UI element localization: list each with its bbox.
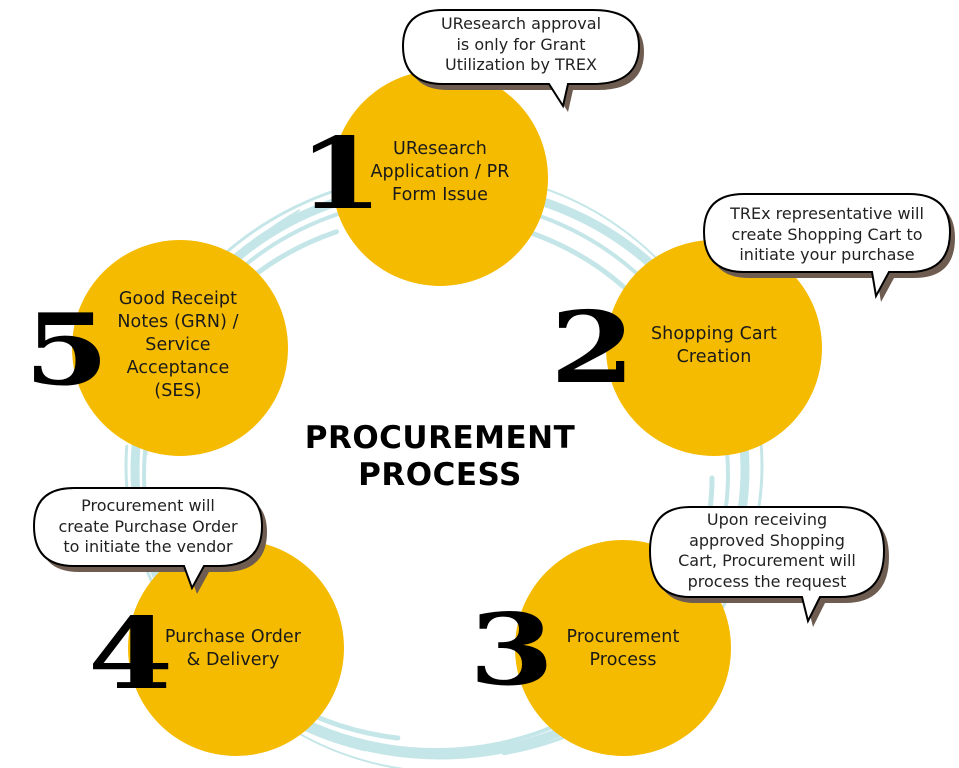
step-2-label: Shopping Cart Creation [650, 324, 778, 367]
step-5-number: 5 [24, 293, 110, 408]
speech-bubble-1 [401, 9, 644, 112]
step-4-circle [128, 540, 344, 756]
speech-bubble-2 [702, 193, 955, 302]
speech-bubble-4-text: Procurement will create Purchase Order t… [58, 496, 238, 556]
step-2-number: 2 [550, 291, 636, 406]
speech-bubble-3-text: Upon receiving approved Shopping Cart, P… [678, 510, 856, 591]
step-4-number: 4 [88, 597, 174, 712]
speech-bubble-2-text: TREx representative will create Shopping… [730, 204, 924, 264]
step-1-circle [332, 70, 548, 286]
swoosh-stroke [145, 171, 747, 768]
step-3-label: Procurement Process [566, 627, 680, 670]
step-4-label: Purchase Order & Delivery [164, 627, 302, 670]
speech-bubble-3 [648, 506, 889, 627]
step-1-label: UResearch Application / PR Form Issue [370, 139, 510, 205]
step-5-circle [72, 240, 288, 456]
step-5-label: Good Receipt Notes (GRN) / Service Accep… [117, 289, 239, 401]
speech-bubble-1-text: UResearch approval is only for Grant Uti… [440, 14, 602, 74]
step-3-number: 3 [469, 593, 555, 708]
swoosh-stroke [149, 213, 715, 743]
step-1-number: 1 [298, 117, 384, 232]
speech-bubble-4 [32, 487, 267, 594]
diagram-title: PROCUREMENT PROCESS [304, 420, 576, 493]
